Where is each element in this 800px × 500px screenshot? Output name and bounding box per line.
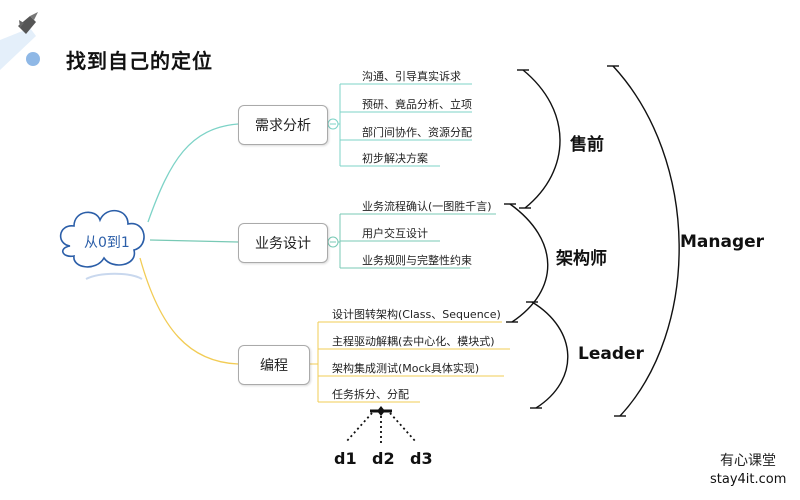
dev-label-d3: d3 — [410, 449, 433, 468]
page-title: 找到自己的定位 — [66, 49, 213, 73]
leaf-item: 用户交互设计 — [362, 227, 428, 240]
brand-url: stay4it.com — [710, 472, 787, 487]
bracket-manager — [607, 65, 680, 417]
leaf-item: 初步解决方案 — [362, 152, 428, 165]
root-cloud-shape — [59, 209, 145, 280]
brand-name: 有心课堂 — [720, 453, 776, 469]
bracket-architect — [504, 203, 549, 323]
bracket-leader — [526, 301, 569, 409]
leaf-item: 业务流程确认(一图胜千言) — [362, 200, 492, 213]
leaf-item: 设计图转架构(Class、Sequence) — [332, 308, 501, 321]
leaf-item: 预研、竟品分析、立项 — [362, 98, 472, 111]
leaf-item: 架构集成测试(Mock具体实现) — [332, 362, 480, 375]
dev-label-d2: d2 — [372, 449, 395, 468]
branch-2-leaves — [326, 213, 496, 269]
role-label-presale: 售前 — [570, 135, 604, 155]
branch-node-business-design: 业务设计 — [238, 223, 328, 263]
rocket-icon — [0, 12, 38, 70]
connector-root-branch-2 — [149, 239, 239, 243]
root-node-label: 从0到1 — [84, 235, 130, 251]
bracket-presale — [517, 69, 561, 209]
leaf-item: 主程驱动解耦(去中心化、模块式) — [332, 335, 495, 348]
connector-root-branch-1 — [147, 123, 239, 223]
leaf-item: 沟通、引导真实诉求 — [362, 70, 461, 83]
connector-root-branch-3 — [139, 257, 239, 365]
leaf-item: 部门间协作、资源分配 — [362, 126, 472, 139]
dev-fork — [345, 406, 417, 444]
branch-1-leaves — [326, 83, 472, 167]
title-bullet-dot — [26, 52, 40, 66]
dev-label-d1: d1 — [334, 449, 357, 468]
leaf-item: 业务规则与完整性约束 — [362, 254, 472, 267]
branch-node-programming: 编程 — [238, 345, 310, 385]
leaf-item: 任务拆分、分配 — [332, 388, 409, 401]
role-label-leader: Leader — [578, 344, 644, 364]
role-label-manager: Manager — [680, 232, 765, 252]
role-label-architect: 架构师 — [556, 249, 607, 269]
branch-node-requirements: 需求分析 — [238, 105, 328, 145]
